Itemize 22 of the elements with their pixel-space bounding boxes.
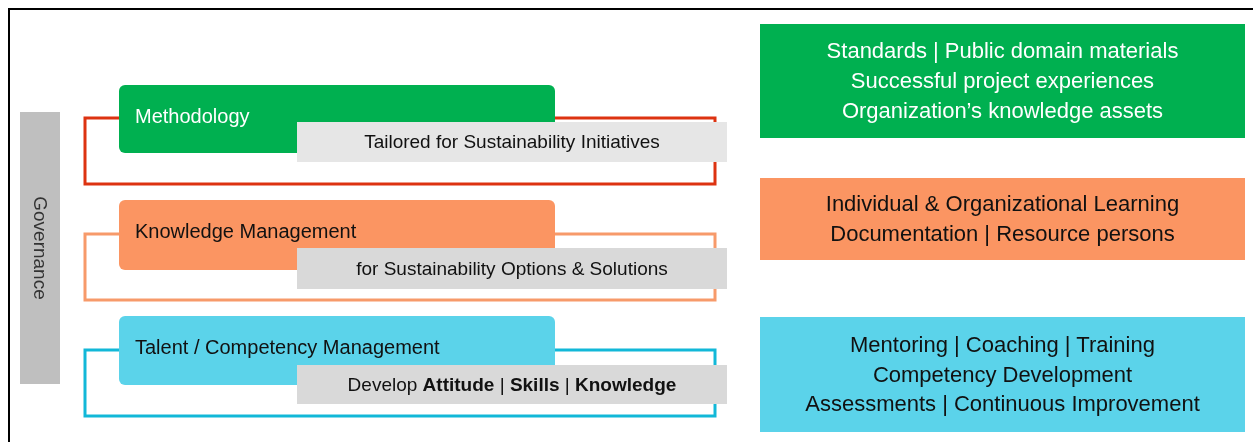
subtitle-box — [297, 122, 727, 162]
info-text: Organization’s knowledge assets — [840, 96, 1165, 125]
governance-band — [20, 112, 60, 384]
info-text: Successful project experiences — [849, 67, 1156, 96]
info-text: Standards | Public domain materials — [825, 37, 1180, 66]
info-box — [760, 24, 1245, 138]
subtitle-text: for Sustainability Options & Solutions — [355, 257, 669, 280]
band-label: Governance — [29, 196, 51, 300]
info-text: Assessments | Continuous Improvement — [804, 390, 1201, 419]
info-text: Documentation | Resource persons — [829, 220, 1176, 248]
info-text: Competency Development — [871, 360, 1134, 389]
subtitle-box — [297, 248, 727, 289]
subtitle-box — [297, 365, 727, 404]
category-title: Methodology — [135, 105, 251, 128]
info-box — [760, 178, 1245, 260]
info-box — [760, 317, 1245, 432]
subtitle-text: Tailored for Sustainability Initiatives — [363, 131, 661, 153]
info-text: Individual & Organizational Learning — [824, 190, 1181, 219]
info-text: Mentoring | Coaching | Training — [849, 330, 1156, 359]
subtitle-text: Develop Attitude | Skills | Knowledge — [346, 373, 678, 396]
category-title: Talent / Competency Management — [135, 336, 441, 359]
category-title: Knowledge Management — [135, 220, 358, 243]
